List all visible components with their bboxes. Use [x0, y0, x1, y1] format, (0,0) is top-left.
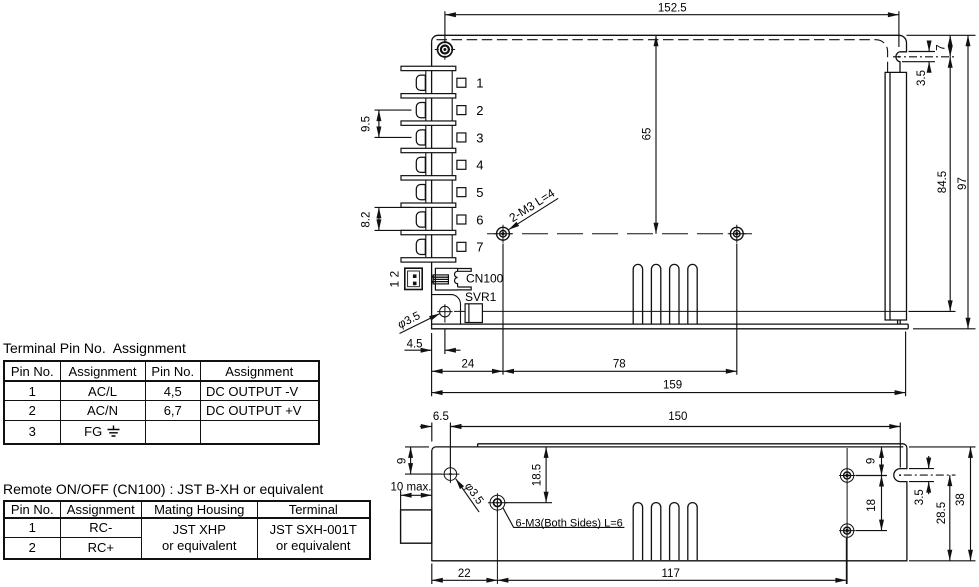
svg-text:3.5: 3.5 — [916, 70, 928, 86]
svg-text:65: 65 — [642, 128, 654, 141]
svg-text:9.5: 9.5 — [360, 116, 372, 132]
svg-text:φ3.5: φ3.5 — [462, 481, 485, 507]
svg-text:150: 150 — [668, 411, 687, 423]
svg-text:18: 18 — [866, 499, 878, 512]
svg-text:24: 24 — [462, 358, 475, 370]
svg-text:18.5: 18.5 — [531, 464, 543, 486]
svg-text:SVR1: SVR1 — [465, 290, 497, 304]
svg-text:1 2: 1 2 — [388, 270, 402, 287]
svg-text:5: 5 — [476, 185, 483, 200]
svg-text:78: 78 — [613, 358, 626, 370]
svg-text:6: 6 — [476, 212, 483, 227]
svg-text:22: 22 — [458, 568, 471, 580]
svg-text:152.5: 152.5 — [658, 2, 687, 14]
svg-text:159: 159 — [663, 380, 682, 392]
svg-text:3.5: 3.5 — [914, 489, 926, 505]
svg-text:4: 4 — [476, 158, 483, 173]
svg-text:8.2: 8.2 — [360, 212, 372, 228]
svg-text:38: 38 — [955, 493, 967, 506]
svg-text:7: 7 — [936, 44, 948, 50]
svg-text:10 max.: 10 max. — [391, 481, 432, 493]
svg-text:1: 1 — [476, 76, 483, 91]
svg-text:6-M3(Both Sides) L=6: 6-M3(Both Sides) L=6 — [516, 517, 623, 529]
svg-text:4.5: 4.5 — [407, 339, 423, 351]
svg-text:84.5: 84.5 — [937, 171, 949, 193]
svg-text:97: 97 — [957, 177, 969, 190]
svg-text:φ3.5: φ3.5 — [396, 310, 422, 331]
svg-text:117: 117 — [662, 568, 680, 580]
svg-text:CN100: CN100 — [466, 272, 504, 286]
svg-text:7: 7 — [476, 240, 483, 255]
svg-text:2-M3 L=4: 2-M3 L=4 — [507, 186, 558, 225]
svg-text:28.5: 28.5 — [936, 502, 948, 524]
svg-text:2: 2 — [476, 103, 483, 118]
svg-text:9: 9 — [396, 458, 408, 464]
svg-text:3: 3 — [476, 130, 483, 145]
svg-text:9: 9 — [865, 458, 877, 464]
svg-text:6.5: 6.5 — [433, 411, 449, 423]
